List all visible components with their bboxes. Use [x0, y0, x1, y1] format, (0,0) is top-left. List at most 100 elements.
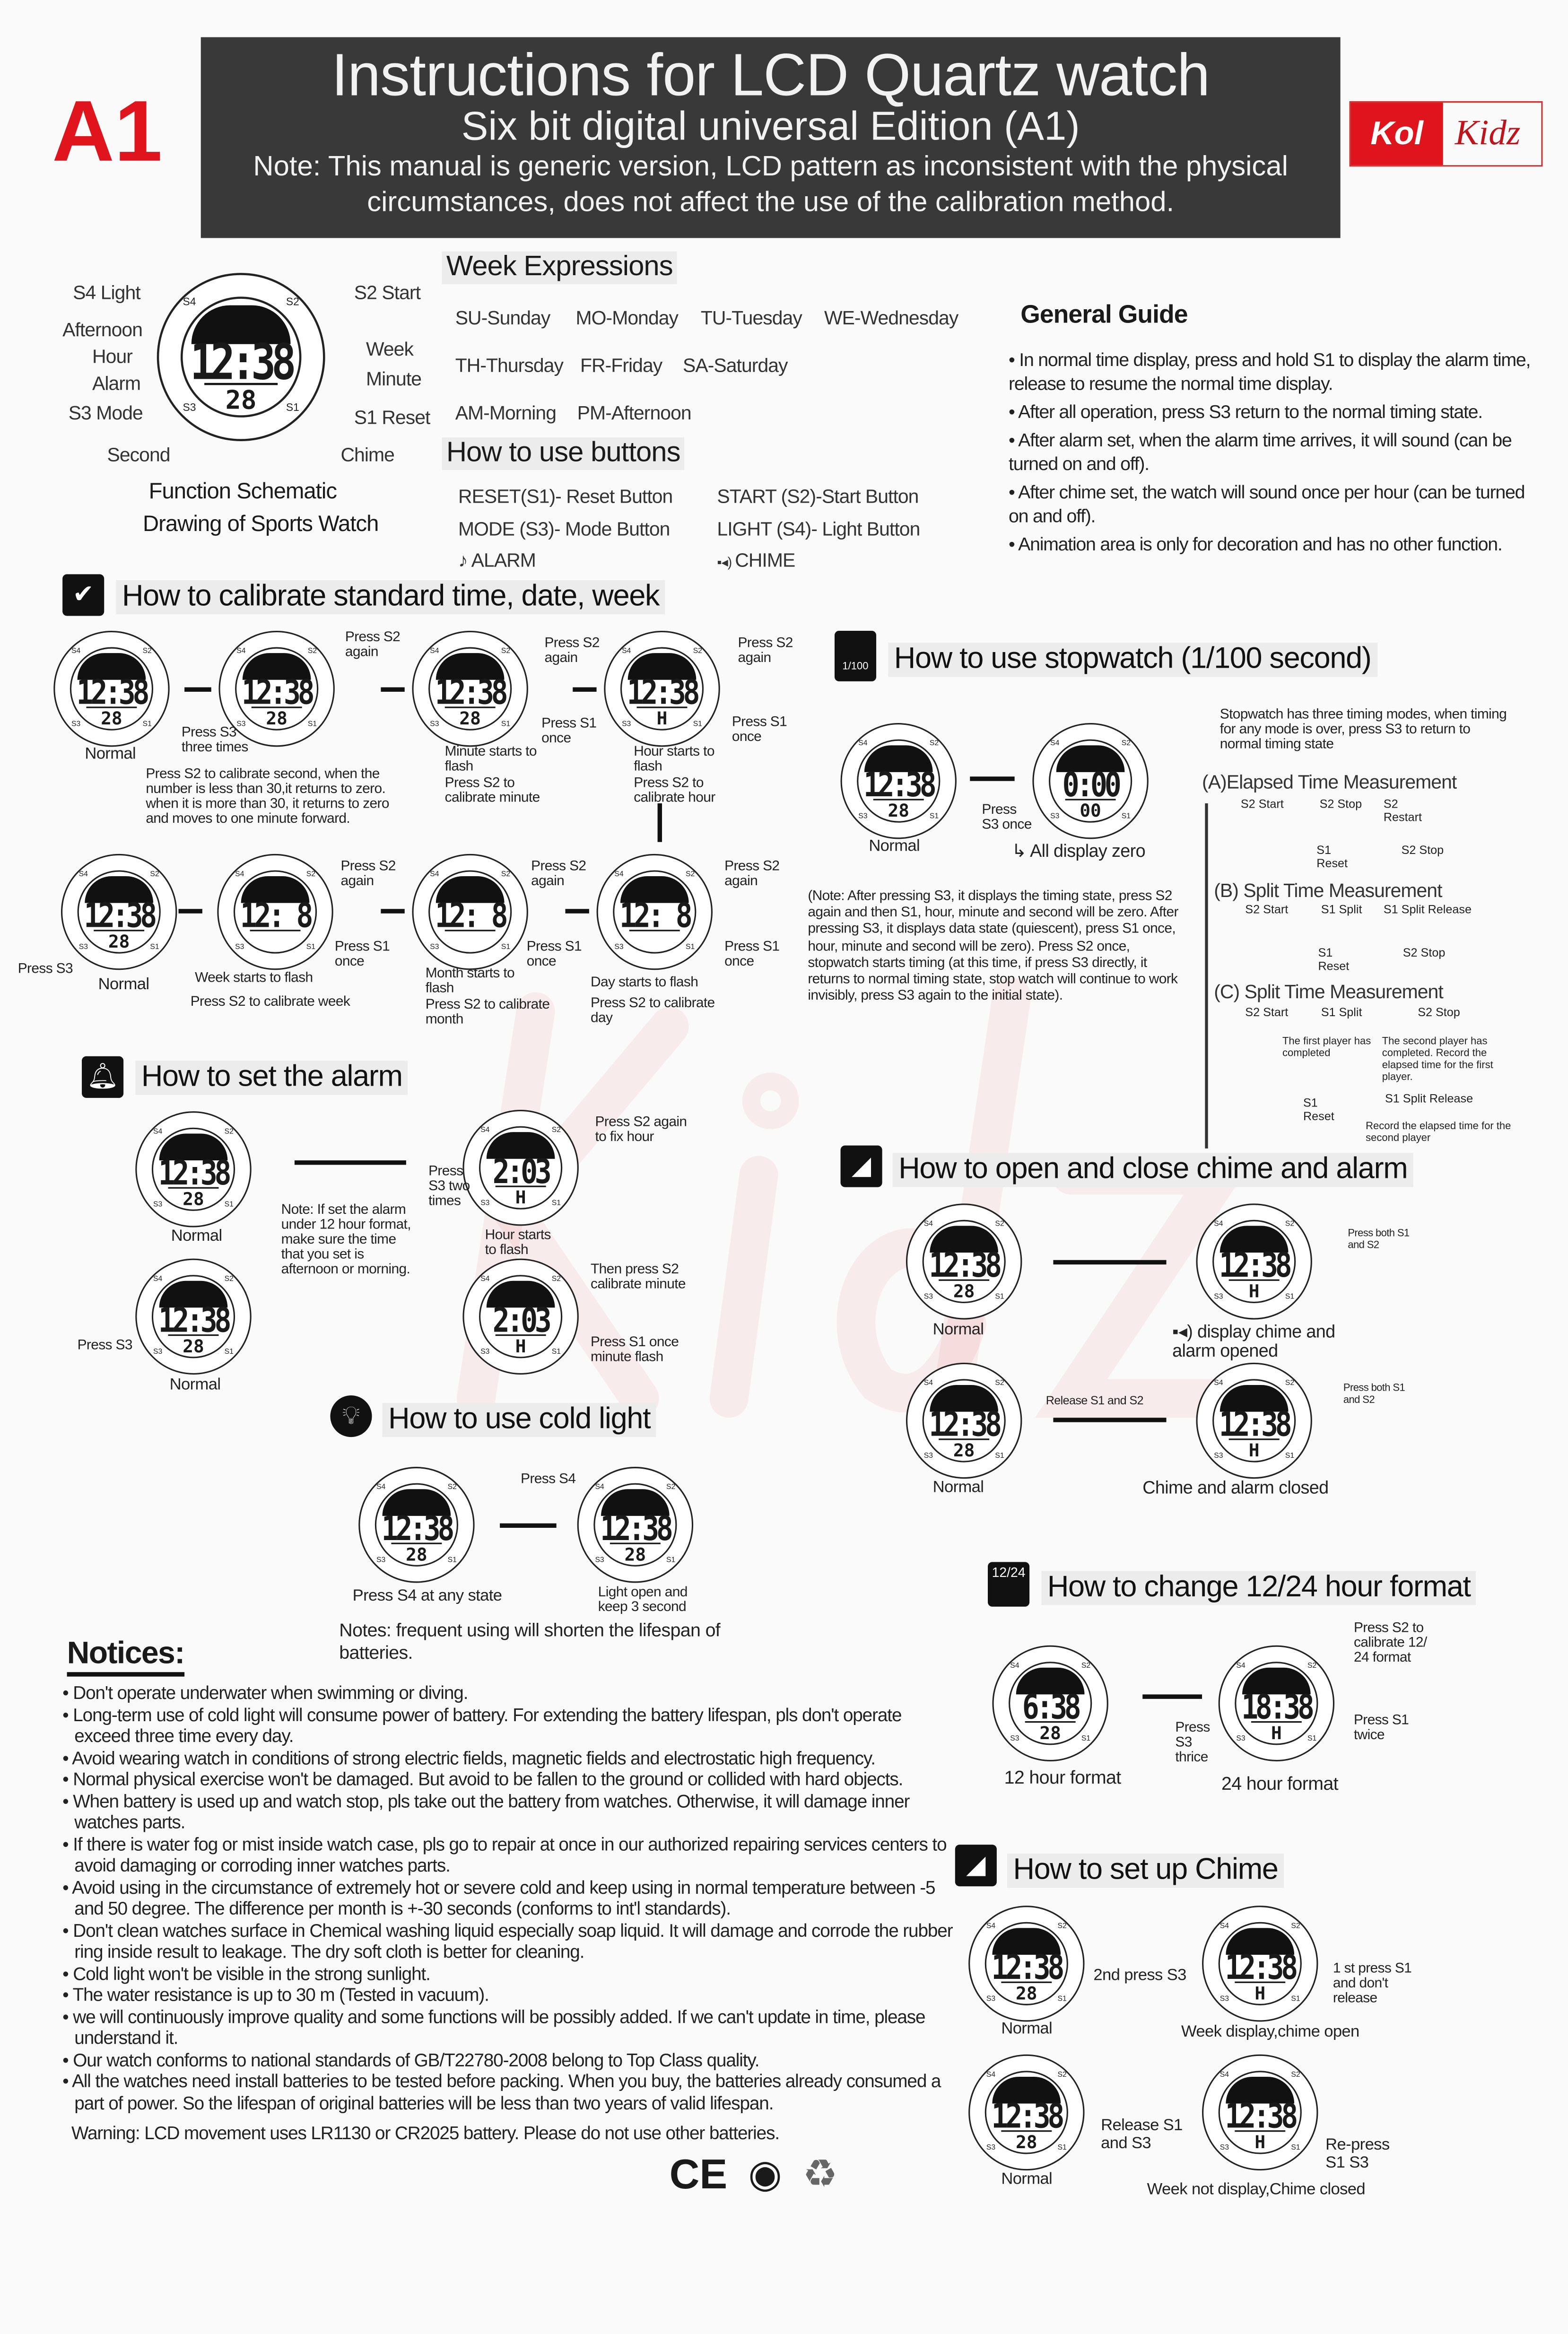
lcd-date: 28 [939, 1438, 990, 1461]
title: Instructions for LCD Quartz watch [331, 43, 1210, 109]
button-desc: LIGHT (S4)- Light Button [717, 517, 920, 540]
chime-signal-icon: ◢ [840, 1145, 882, 1187]
flow-step: S2 Stop [1402, 946, 1446, 960]
caption: Press S3 [17, 961, 73, 977]
model-code: A1 [52, 83, 163, 180]
caption: 2nd press S3 [1093, 1967, 1186, 1985]
flow-step: S2 Start [1240, 797, 1284, 811]
caption: Press S2 to calibrate month [425, 996, 550, 1028]
button-label: S4 [595, 1483, 604, 1492]
logo-text: Kidz [1455, 114, 1521, 154]
caption: Day starts to flash [591, 974, 698, 991]
button-label: S1 [995, 1452, 1004, 1461]
guide-item: • In normal time display, press and hold… [1009, 349, 1531, 394]
button-label: S3 [1214, 1452, 1223, 1461]
caption: Normal [169, 1376, 221, 1394]
animation-area [159, 1280, 228, 1308]
guide-item: • After chime set, the watch will sound … [1009, 482, 1525, 527]
lcd-face: 12: 8 [233, 870, 317, 954]
label-minute: Minute [366, 367, 422, 390]
button-label: S2 [551, 1275, 561, 1284]
label-chime: Chime [340, 443, 394, 466]
notice-item: • If there is water fog or mist inside w… [62, 1833, 947, 1876]
button-label: S3 [78, 943, 88, 952]
lcd-time: 12:38 [158, 1154, 232, 1193]
button-label: S3 [71, 720, 81, 729]
flow-step: S1 Split Release [1385, 1092, 1473, 1106]
button-label: S4 [1050, 739, 1060, 749]
checkmark-icon: ✔ [62, 574, 105, 616]
cold-light-note: Notes: frequent using will shorten the l… [339, 1620, 721, 1663]
label-hour: Hour [92, 345, 133, 368]
animation-area [382, 1489, 451, 1516]
button-label: S4 [1010, 1662, 1019, 1671]
animation-area [1056, 745, 1125, 772]
lcd-date: H [1251, 1721, 1302, 1743]
button-label: S1 [1307, 1734, 1317, 1744]
button-label: S1 [447, 1556, 457, 1565]
certification-marks: CE ◉ ♻ [62, 2151, 955, 2198]
caption: Normal [98, 975, 149, 994]
notices-list: • Don't operate underwater when swimming… [62, 1682, 955, 2114]
caption: Chime and alarm closed [1142, 1477, 1329, 1498]
flow-note: The first player has completed [1282, 1036, 1371, 1060]
button-label: S4 [858, 739, 868, 749]
caption: Normal [85, 745, 136, 763]
button-label: S3 [235, 943, 244, 952]
button-label: S4 [78, 870, 88, 880]
label-s2-start: S2 Start [354, 281, 421, 304]
button-label: S2 [666, 1483, 676, 1492]
lcd-time: 12:38 [1225, 2097, 1298, 2137]
animation-area [930, 1226, 999, 1253]
button-label: S4 [1220, 1922, 1229, 1931]
caption: Release S1 and S2 [1045, 1393, 1144, 1408]
caption: Normal [932, 1321, 984, 1339]
flow-step: S1 Reset [1318, 946, 1350, 972]
caption: Normal [171, 1227, 222, 1245]
button-label: S3 [923, 1292, 933, 1302]
button-label: S3 [480, 1348, 490, 1357]
notice-item: • Avoid wearing watch in conditions of s… [62, 1747, 876, 1768]
arrow [294, 1160, 406, 1165]
button-label: S2 [150, 870, 159, 880]
animation-area [992, 2076, 1061, 2104]
button-label: S3 [1236, 1734, 1246, 1744]
label-afternoon: Afternoon [62, 318, 143, 341]
lcd-face: 12: 8 [613, 870, 697, 954]
arrow [970, 776, 1015, 781]
button-label: S2 [995, 1379, 1004, 1388]
chime-icon: ▪◂) [1172, 1321, 1198, 1342]
stopwatch-title: How to use stopwatch (1/100 second) [888, 643, 1377, 677]
notice-item: • Our watch conforms to national standar… [62, 2049, 759, 2070]
button-label: S2 [1057, 2071, 1067, 2080]
bracket [1205, 803, 1208, 1149]
arrow [1053, 1418, 1167, 1422]
button-label: S2 [1291, 2071, 1300, 2080]
animation-area [1226, 2076, 1295, 2104]
arrow [565, 909, 589, 914]
week-expressions-title: Week Expressions [442, 251, 678, 284]
button-label: S1 [1121, 812, 1131, 821]
button-label: S3 [1214, 1292, 1223, 1302]
caption: Press S1 once [541, 715, 597, 747]
button-label: S4 [480, 1126, 490, 1135]
button-label: S2 [1285, 1219, 1295, 1229]
week-item: PM-Afternoon [577, 401, 692, 424]
caption: Press S2 again [531, 858, 586, 890]
caption: Press S2 again to fix hour [595, 1114, 687, 1146]
lcd-time: 12:38 [241, 673, 315, 713]
